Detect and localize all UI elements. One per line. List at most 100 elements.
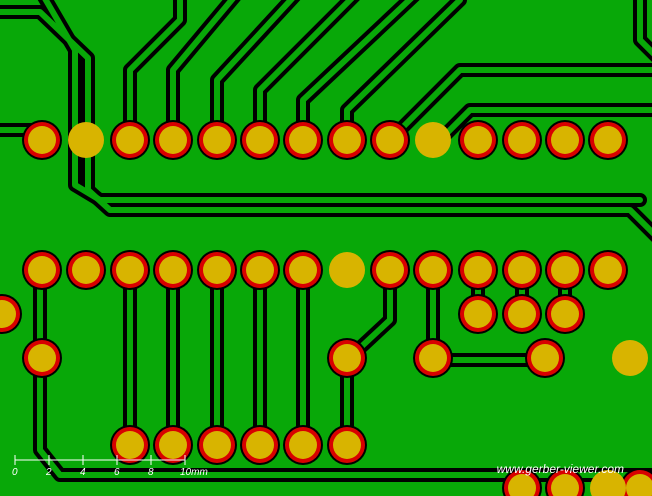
pcb-pad: [545, 120, 585, 160]
pad-copper: [612, 340, 648, 376]
pad-copper: [531, 344, 559, 372]
pad-copper: [333, 431, 361, 459]
pad-copper: [289, 431, 317, 459]
pad-copper: [28, 256, 56, 284]
pcb-pad: [22, 338, 62, 378]
pad-copper: [0, 300, 16, 328]
pad-copper: [508, 256, 536, 284]
pcb-pad: [240, 250, 280, 290]
pad-copper: [508, 474, 536, 496]
pad-copper: [159, 126, 187, 154]
pcb-pad: [502, 294, 542, 334]
pcb-pad: [415, 122, 451, 158]
pad-copper: [464, 256, 492, 284]
pad-copper: [464, 300, 492, 328]
pad-copper: [159, 256, 187, 284]
pcb-pad: [110, 250, 150, 290]
pad-copper: [246, 126, 274, 154]
pad-copper: [159, 431, 187, 459]
watermark: www.gerber-viewer.com: [496, 462, 624, 476]
pad-copper: [203, 256, 231, 284]
pad-copper: [333, 126, 361, 154]
pcb-pad: [458, 250, 498, 290]
pad-copper: [594, 256, 622, 284]
pcb-pad: [22, 250, 62, 290]
pcb-pad: [240, 425, 280, 465]
pad-copper: [551, 474, 579, 496]
pad-copper: [551, 126, 579, 154]
pad-copper: [508, 126, 536, 154]
pcb-pad: [525, 338, 565, 378]
pcb-pad: [502, 250, 542, 290]
scale-label-8: 8: [148, 467, 154, 478]
scale-label-4: 4: [80, 467, 86, 478]
pcb-pad: [283, 425, 323, 465]
pad-copper: [246, 256, 274, 284]
pad-copper: [116, 256, 144, 284]
pad-copper: [551, 256, 579, 284]
pad-copper: [203, 431, 231, 459]
scale-bar: [14, 455, 186, 465]
pcb-pad: [413, 250, 453, 290]
pad-copper: [333, 344, 361, 372]
pad-copper: [289, 126, 317, 154]
pcb-pad: [110, 120, 150, 160]
pad-copper: [551, 300, 579, 328]
pcb-pad: [197, 250, 237, 290]
pad-copper: [28, 126, 56, 154]
pcb-pad: [110, 425, 150, 465]
pcb-pad: [153, 120, 193, 160]
pad-copper: [376, 256, 404, 284]
scale-label-2: 2: [46, 467, 52, 478]
pcb-pad: [370, 120, 410, 160]
pad-copper: [289, 256, 317, 284]
pcb-pad: [458, 120, 498, 160]
pcb-pad: [590, 470, 626, 496]
pad-copper: [329, 252, 365, 288]
pcb-pad: [612, 340, 648, 376]
pcb-pad: [68, 122, 104, 158]
scale-label-10mm: 10mm: [180, 467, 208, 478]
pad-copper: [28, 344, 56, 372]
pcb-pad: [0, 294, 22, 334]
pad-copper: [116, 431, 144, 459]
pcb-pad: [240, 120, 280, 160]
pcb-pad: [620, 468, 652, 496]
pcb-pad: [22, 120, 62, 160]
pad-copper: [203, 126, 231, 154]
pad-copper: [594, 126, 622, 154]
pad-layer: [0, 120, 652, 496]
pad-copper: [419, 256, 447, 284]
pcb-pad: [153, 425, 193, 465]
pad-copper: [464, 126, 492, 154]
pcb-pad: [545, 468, 585, 496]
pad-copper: [246, 431, 274, 459]
scale-label-0: 0: [12, 467, 18, 478]
pcb-pad: [153, 250, 193, 290]
scale-label-6: 6: [114, 467, 120, 478]
pcb-pad: [370, 250, 410, 290]
pcb-pad: [327, 120, 367, 160]
pcb-pad: [545, 294, 585, 334]
pcb-pad: [413, 338, 453, 378]
pad-copper: [590, 470, 626, 496]
pad-copper: [419, 344, 447, 372]
pcb-pad: [588, 250, 628, 290]
pcb-pad: [329, 252, 365, 288]
pad-copper: [68, 122, 104, 158]
pcb-pad: [66, 250, 106, 290]
pad-copper: [376, 126, 404, 154]
pcb-pad: [327, 425, 367, 465]
pad-copper: [626, 474, 652, 496]
pad-copper: [508, 300, 536, 328]
pcb-pad: [327, 338, 367, 378]
pcb-pad: [197, 120, 237, 160]
pcb-pad: [588, 120, 628, 160]
pcb-pad: [283, 250, 323, 290]
pcb-pad: [458, 294, 498, 334]
pad-copper: [415, 122, 451, 158]
pcb-pad: [545, 250, 585, 290]
pcb-pad: [502, 120, 542, 160]
